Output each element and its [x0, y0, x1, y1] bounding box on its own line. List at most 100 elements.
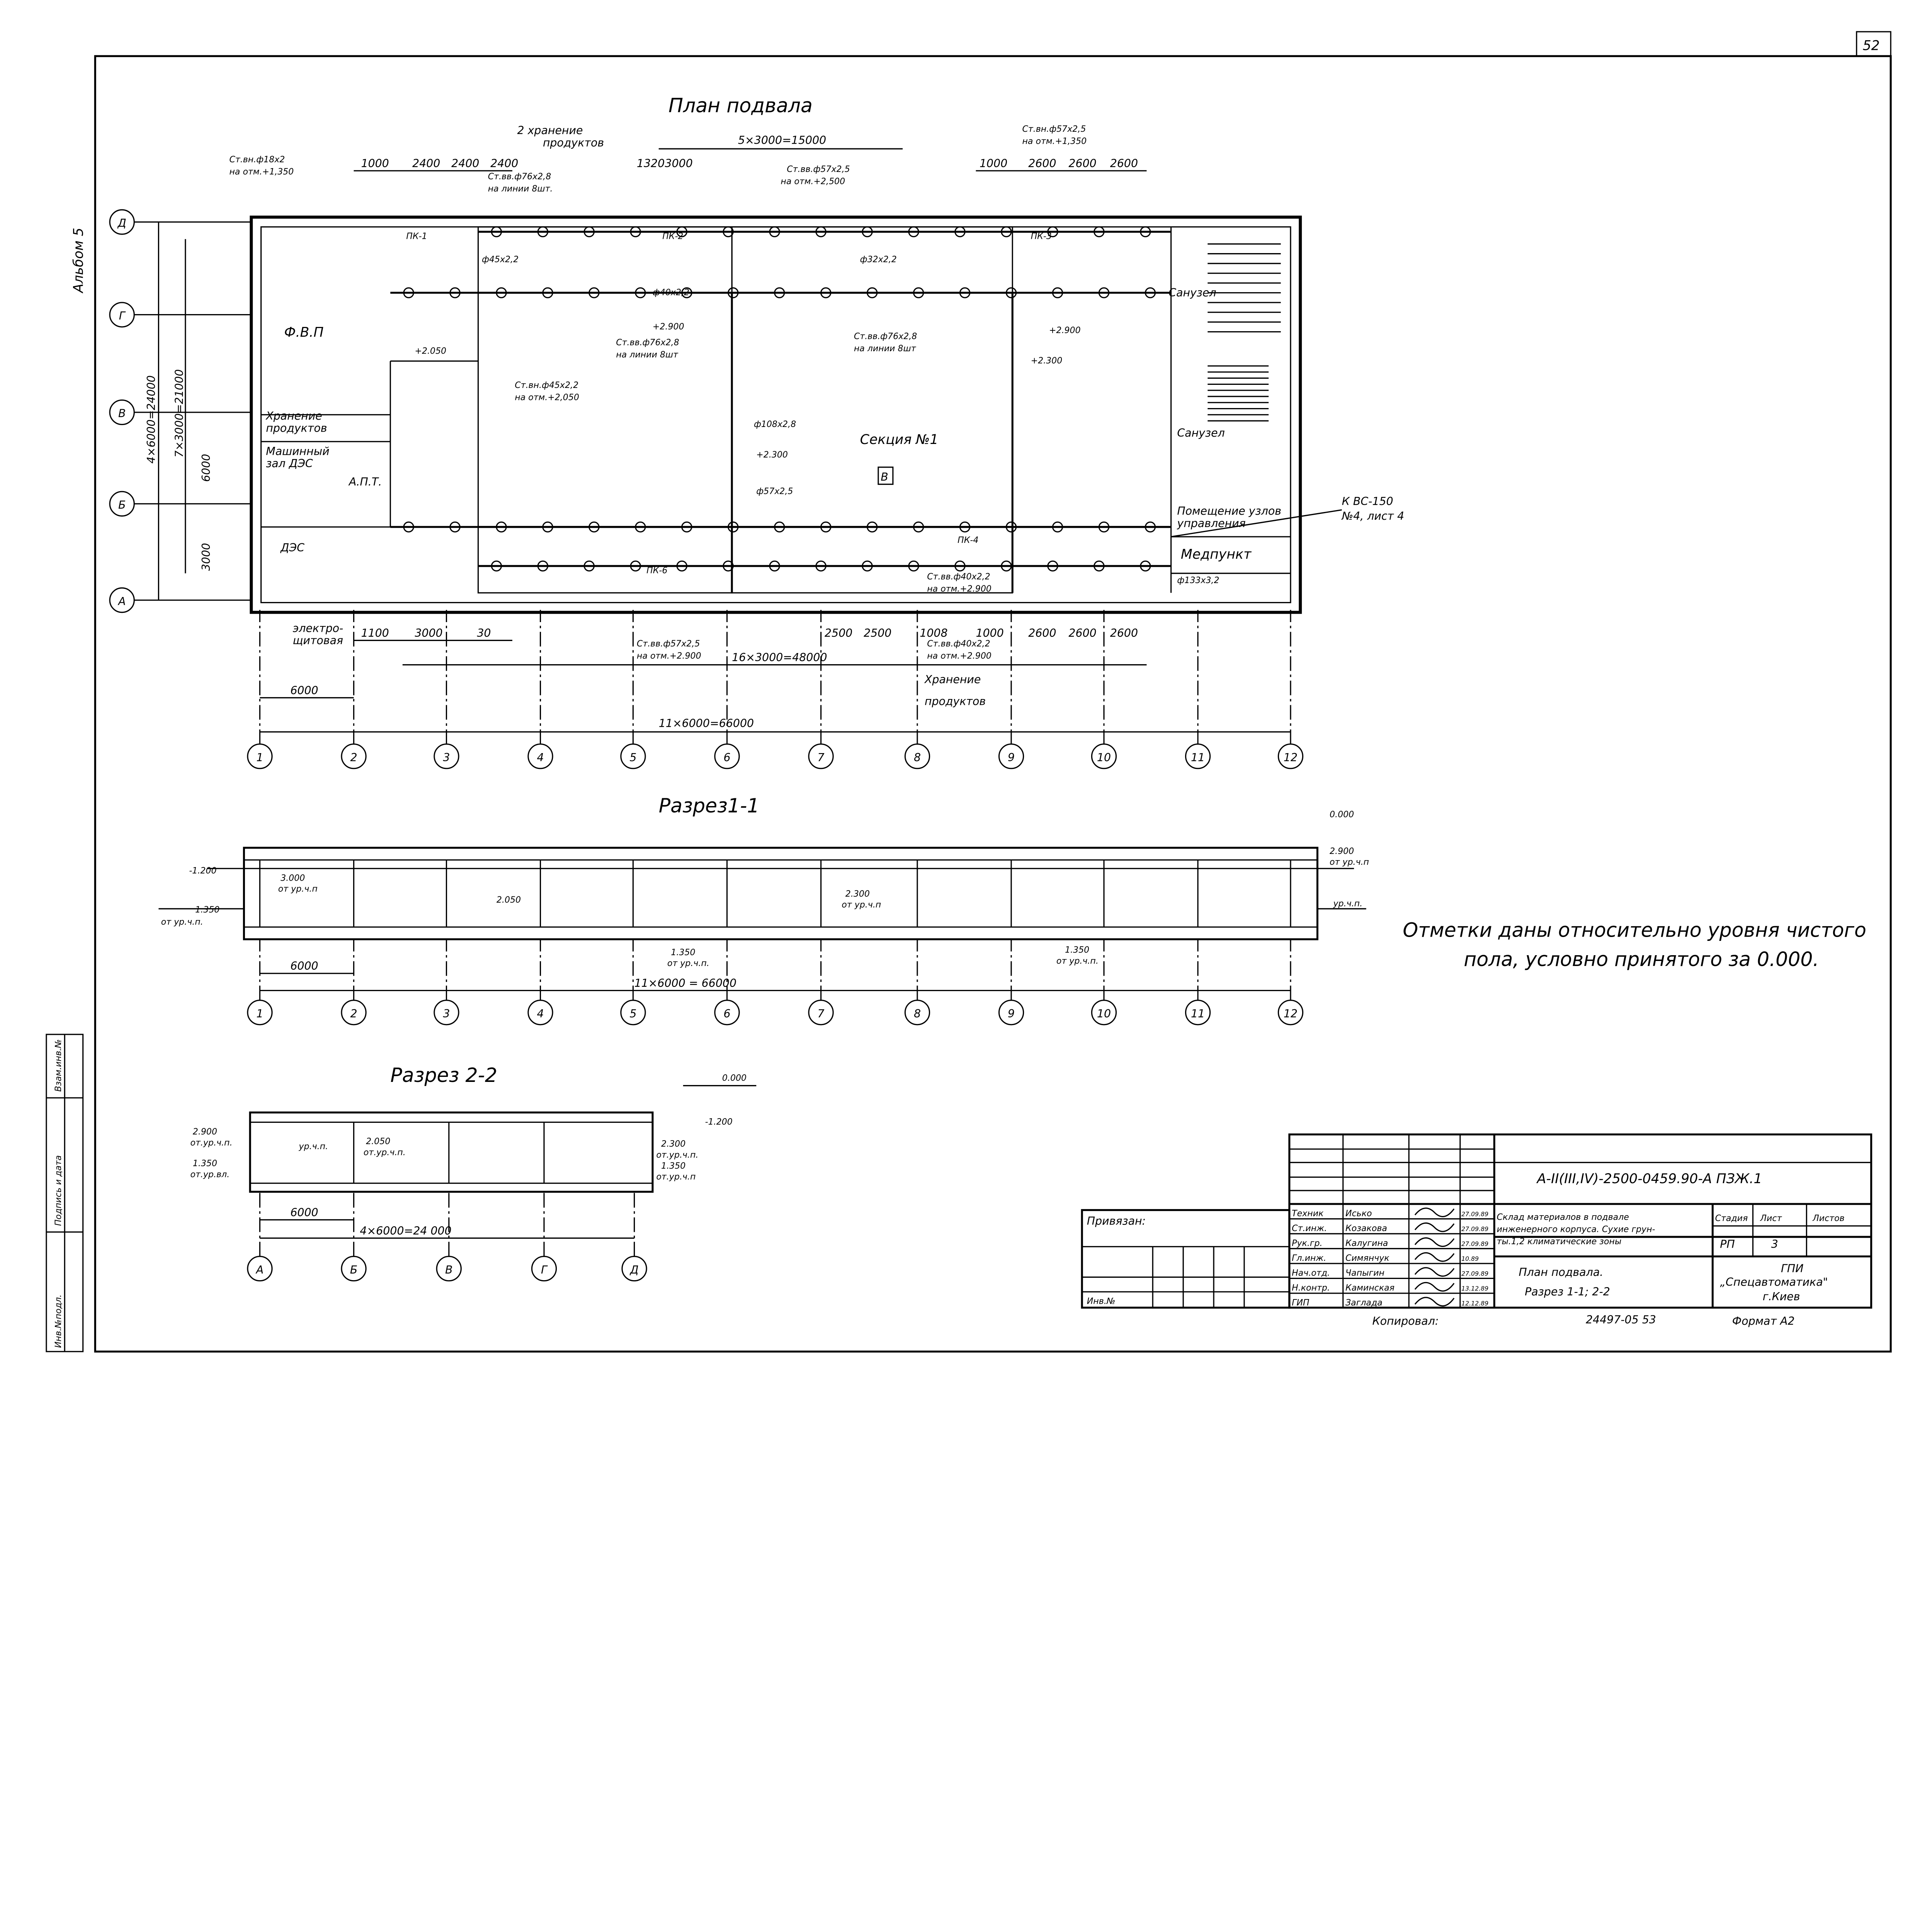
svg-text:2.900: 2.900	[1330, 846, 1354, 856]
svg-text:Ст.вв.ф40х2,2: Ст.вв.ф40х2,2	[927, 639, 990, 649]
svg-text:1000: 1000	[361, 157, 389, 170]
svg-text:ДЭС: ДЭС	[280, 541, 304, 554]
svg-text:от ур.ч.п.: от ур.ч.п.	[161, 917, 203, 927]
svg-text:Инв.№подл.: Инв.№подл.	[53, 1294, 63, 1348]
svg-text:+2.300: +2.300	[756, 450, 788, 460]
svg-text:Секция №1: Секция №1	[860, 432, 939, 447]
svg-text:Ст.вв.ф57х2,5: Ст.вв.ф57х2,5	[787, 164, 850, 174]
svg-text:Ст.вн.ф57х2,5: Ст.вн.ф57х2,5	[1022, 124, 1086, 134]
svg-text:инженерного корпуса. Сухие гру: инженерного корпуса. Сухие грун-	[1497, 1224, 1655, 1234]
svg-text:2400: 2400	[451, 157, 479, 170]
svg-text:2500: 2500	[864, 627, 891, 639]
axis-bubble-5: 5	[620, 743, 646, 769]
svg-text:щитовая: щитовая	[293, 634, 343, 647]
svg-text:+2.300: +2.300	[1031, 356, 1063, 366]
axis-label: Д	[629, 1264, 638, 1276]
svg-text:0.000: 0.000	[1330, 810, 1354, 820]
svg-text:ур.ч.п.: ур.ч.п.	[1333, 899, 1362, 909]
svg-text:продуктов: продуктов	[266, 422, 327, 435]
svg-text:на отм.+2.900: на отм.+2.900	[637, 651, 701, 661]
axis-bubble-3: 3	[434, 743, 459, 769]
axis-bubble-8: 8	[904, 743, 930, 769]
section-1-axis-3: 3	[434, 1000, 459, 1026]
svg-text:27.09.89: 27.09.89	[1461, 1210, 1488, 1218]
axis-label: 9	[1008, 1007, 1015, 1020]
section-1-axis-10: 10	[1091, 1000, 1117, 1026]
plan-dimensions: 5×3000=15000 1000 2400 2400 2400 1320 30…	[145, 134, 1291, 733]
svg-text:Листов: Листов	[1812, 1213, 1844, 1223]
album-label: Альбом 5	[71, 228, 87, 293]
axis-label: 4	[537, 751, 544, 764]
svg-text:на отм.+1,350: на отм.+1,350	[229, 167, 294, 177]
svg-text:Санузел: Санузел	[1177, 427, 1225, 439]
svg-text:2.050: 2.050	[497, 895, 521, 905]
sheet-number: 52	[1863, 38, 1880, 53]
svg-text:10.89: 10.89	[1461, 1255, 1479, 1262]
svg-text:2600: 2600	[1068, 157, 1096, 170]
axis-bubble-Г: Г	[109, 302, 135, 328]
note-line-2: пола, условно принятого за 0.000.	[1464, 948, 1819, 971]
section-1-axis-8: 8	[904, 1000, 930, 1026]
svg-text:6000: 6000	[290, 684, 318, 697]
svg-text:Ст.вв.ф76х2,8: Ст.вв.ф76х2,8	[488, 172, 551, 182]
svg-text:на отм.+1,350: на отм.+1,350	[1022, 136, 1087, 146]
svg-text:2 хранение: 2 хранение	[517, 124, 583, 137]
axis-label: 11	[1191, 1007, 1205, 1020]
room-labels: Ф.В.П Хранение продуктов Машинный зал ДЭ…	[265, 286, 1281, 708]
svg-text:2600: 2600	[1028, 627, 1056, 639]
svg-text:от ур.ч.п.: от ур.ч.п.	[667, 958, 709, 968]
svg-text:Ст.вн.ф45х2,2: Ст.вн.ф45х2,2	[515, 380, 578, 390]
axis-label: 10	[1097, 1007, 1111, 1020]
axis-label: 10	[1097, 751, 1111, 764]
section-1-axis-4: 4	[527, 1000, 553, 1026]
svg-text:Ст.вв.ф76х2,8: Ст.вв.ф76х2,8	[854, 332, 917, 342]
svg-text:27.09.89: 27.09.89	[1461, 1225, 1488, 1233]
plan-outline	[250, 215, 1302, 614]
axis-label: 2	[350, 751, 357, 764]
svg-text:24497-05 53: 24497-05 53	[1586, 1313, 1656, 1326]
section-1-axis-11: 11	[1185, 1000, 1211, 1026]
svg-text:Копировал:: Копировал:	[1372, 1315, 1439, 1327]
svg-text:ф45х2,2: ф45х2,2	[482, 255, 519, 265]
section-2-axis-Б: Б	[341, 1256, 367, 1282]
svg-text:6000: 6000	[290, 1206, 318, 1219]
section-1-levels: 0.000 2.900 от ур.ч.п ур.ч.п. -1.200 1.3…	[161, 810, 1369, 968]
svg-text:2.050: 2.050	[366, 1136, 390, 1146]
svg-text:-1.200: -1.200	[705, 1117, 733, 1127]
svg-text:Стадия: Стадия	[1715, 1213, 1748, 1223]
side-stamp: Инв.№подл. Подпись и дата Взам.инв.№	[46, 1034, 84, 1352]
svg-text:+2.050: +2.050	[415, 346, 446, 356]
axis-label: 5	[629, 751, 636, 764]
svg-text:Симянчук: Симянчук	[1345, 1253, 1389, 1263]
axis-label: 8	[914, 751, 921, 764]
svg-text:ГПИ: ГПИ	[1781, 1262, 1803, 1275]
svg-text:6000: 6000	[200, 454, 213, 482]
svg-text:ур.ч.п.: ур.ч.п.	[298, 1141, 328, 1151]
svg-text:Козакова: Козакова	[1345, 1223, 1387, 1233]
axis-bubble-4: 4	[527, 743, 553, 769]
svg-text:от.ур.ч.п.: от.ур.ч.п.	[656, 1150, 698, 1160]
svg-text:1100: 1100	[361, 627, 389, 639]
svg-text:ты.1,2 климатические зоны: ты.1,2 климатические зоны	[1497, 1236, 1622, 1247]
axis-label: А	[255, 1264, 264, 1276]
axis-bubble-1: 1	[247, 743, 273, 769]
axis-label: 6	[723, 751, 730, 764]
axis-bubble-12: 12	[1277, 743, 1304, 769]
section-1-drawing	[158, 847, 1366, 940]
axis-label: В	[445, 1264, 453, 1276]
svg-text:2.300: 2.300	[845, 889, 870, 899]
drawing-sheet: 52 Альбом 5 Инв.№подл. Подпись и дата Вз…	[46, 31, 1892, 1353]
svg-text:электро-: электро-	[293, 622, 344, 634]
document-code: А-II(III,IV)-2500-0459.90-А ПЗЖ.1	[1536, 1171, 1762, 1187]
svg-text:1000: 1000	[976, 627, 1004, 639]
svg-text:Ст.вн.ф18х2: Ст.вн.ф18х2	[229, 155, 285, 165]
section-1-axis-12: 12	[1277, 1000, 1304, 1026]
section-1-axis-1: 1	[247, 1000, 273, 1026]
svg-text:Склад материалов в подвале: Склад материалов в подвале	[1497, 1212, 1629, 1222]
note-line-1: Отметки даны относительно уровня чистого	[1403, 918, 1866, 941]
